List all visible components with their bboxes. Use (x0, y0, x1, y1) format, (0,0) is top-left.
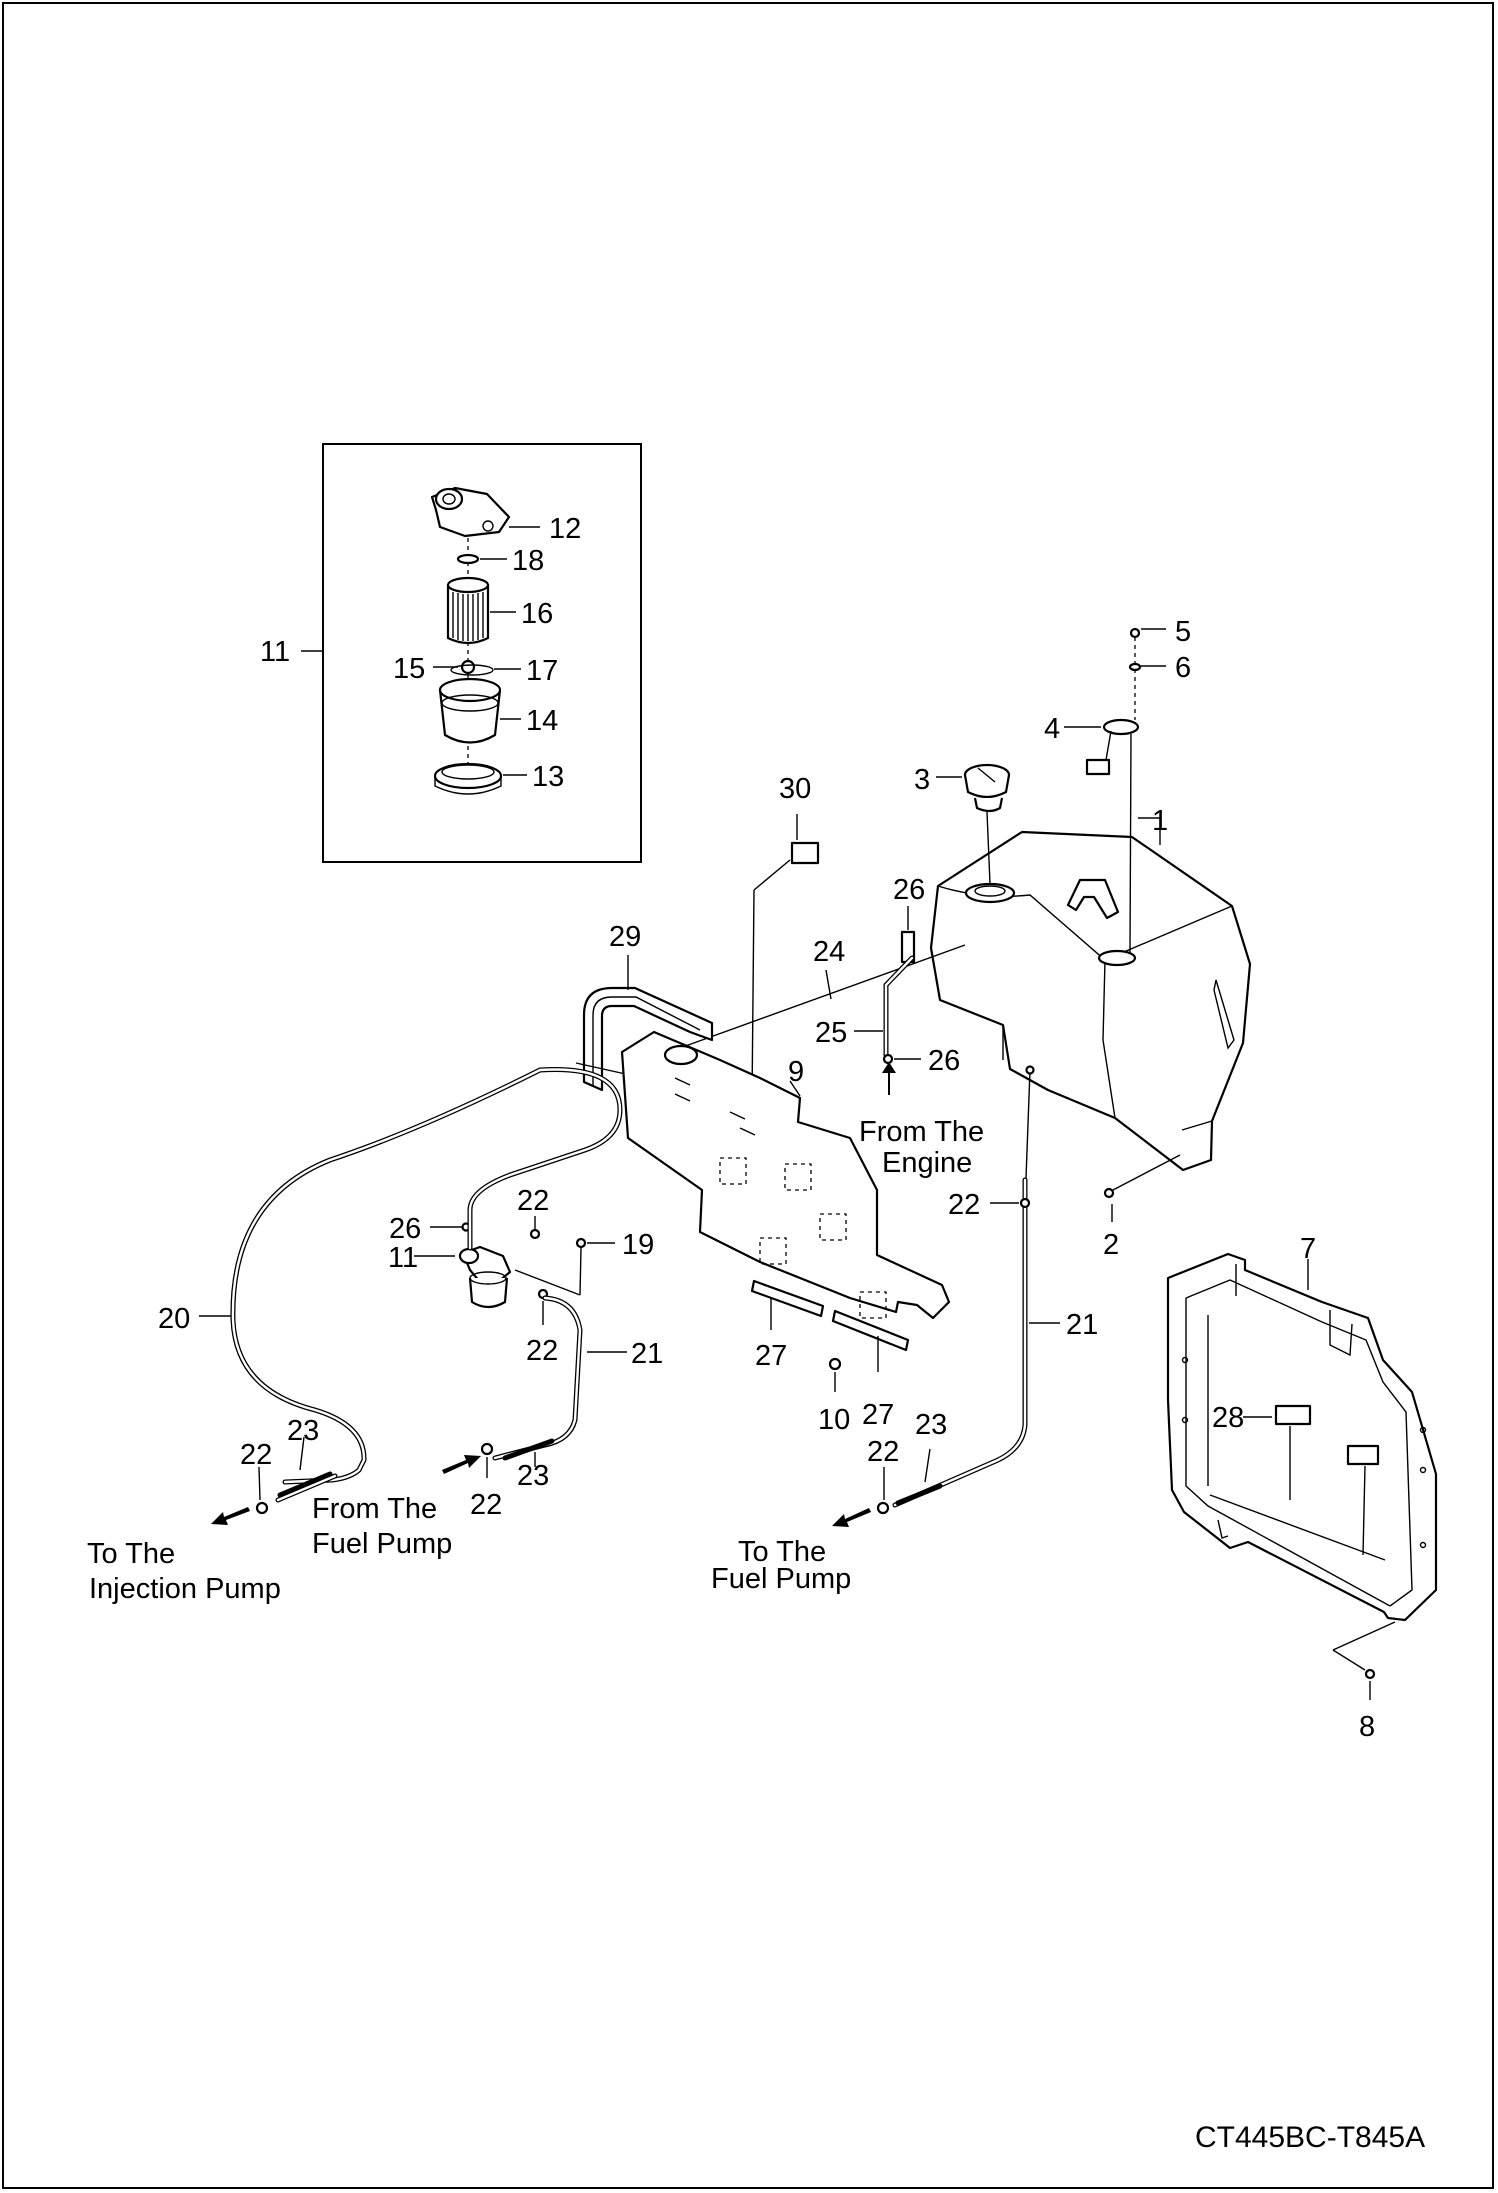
fuel-filter-mounted (458, 1245, 512, 1309)
callout-17: 17 (526, 655, 558, 687)
callout-1: 1 (1152, 805, 1168, 837)
fuel-filter-inset: 11 12 18 16 (260, 443, 642, 863)
drawing-number: CT445BC-T845A (1195, 2121, 1425, 2154)
callout-26-filter: 26 (389, 1213, 421, 1245)
callout-26-lower: 26 (928, 1045, 960, 1077)
callout-22-filter-top: 22 (517, 1185, 549, 1217)
filter-element (446, 576, 490, 645)
callout-18: 18 (512, 545, 544, 577)
screw-5 (1129, 627, 1141, 639)
inset-border (322, 443, 642, 863)
callout-29: 29 (609, 921, 641, 953)
fuel-tank (929, 830, 1252, 1172)
callout-27-left: 27 (755, 1340, 787, 1372)
callout-6: 6 (1175, 652, 1191, 684)
callout-27-right: 27 (862, 1399, 894, 1431)
sleeve-23-right (895, 1483, 943, 1506)
callout-22-middle: 22 (470, 1489, 502, 1521)
callout-24: 24 (813, 936, 845, 968)
note-to-injection-pump-1: To The (87, 1538, 175, 1570)
callout-5: 5 (1175, 616, 1191, 648)
clamp-22-left (255, 1501, 269, 1515)
clamp-22-right (876, 1501, 890, 1515)
tank-frame-7 (1166, 1252, 1438, 1622)
callout-25: 25 (815, 1017, 847, 1049)
note-from-fuel-pump-1: From The (312, 1493, 437, 1525)
filter-bowl (438, 677, 502, 744)
callout-21-left: 21 (631, 1338, 663, 1370)
callout-21-right: 21 (1066, 1309, 1098, 1341)
callout-20: 20 (158, 1303, 190, 1335)
o-ring (456, 553, 480, 565)
callout-26-top: 26 (893, 874, 925, 906)
clamp-22-middle (480, 1442, 494, 1456)
callout-23-middle: 23 (517, 1460, 549, 1492)
note-to-injection-pump-2: Injection Pump (89, 1573, 281, 1605)
callout-10: 10 (818, 1404, 850, 1436)
callout-11-inset: 11 (260, 636, 290, 668)
callout-12: 12 (549, 513, 581, 545)
arrow-from-fuel-pump (442, 1455, 481, 1474)
strips-27 (750, 1279, 910, 1352)
fuel-sender (1085, 718, 1140, 776)
plate-9 (620, 1030, 951, 1320)
clamp-22-tank (1019, 1197, 1031, 1209)
callout-11-main: 11 (388, 1242, 418, 1274)
filter-head (430, 486, 540, 538)
callout-15: 15 (393, 653, 425, 685)
arrow-from-engine (882, 1062, 896, 1095)
callout-22-filter-bottom: 22 (526, 1335, 558, 1367)
note-to-fuel-pump-2: Fuel Pump (711, 1563, 851, 1595)
bolt-2 (1103, 1187, 1115, 1199)
sleeve-23-left (277, 1471, 333, 1498)
bolt-19 (575, 1237, 587, 1249)
filter-spring (460, 659, 476, 675)
callout-22-left: 22 (240, 1439, 272, 1471)
callout-28: 28 (1212, 1402, 1244, 1434)
clamp-26-lower (882, 1053, 894, 1065)
note-from-engine-2: Engine (882, 1147, 972, 1179)
callout-30: 30 (779, 773, 811, 805)
seal-29 (575, 986, 714, 1092)
arrow-to-injection-pump (211, 1507, 250, 1525)
note-from-engine-1: From The (859, 1116, 984, 1148)
callout-4: 4 (1044, 713, 1060, 745)
sleeve-23-middle (502, 1438, 555, 1461)
vent-line (679, 944, 966, 1049)
note-from-fuel-pump-2: Fuel Pump (312, 1528, 452, 1560)
callout-8: 8 (1359, 1711, 1375, 1743)
bolt-10 (828, 1357, 842, 1371)
clamp-22-filter-top (529, 1228, 541, 1240)
filler-cap (963, 763, 1011, 813)
callout-23-right: 23 (915, 1409, 947, 1441)
callout-13: 13 (532, 761, 564, 793)
callout-22-right: 22 (867, 1436, 899, 1468)
callout-16: 16 (521, 598, 553, 630)
ring-nut (433, 762, 503, 795)
note-to-fuel-pump-1: To The (738, 1536, 826, 1568)
bolt-8 (1364, 1668, 1376, 1680)
callout-3: 3 (914, 764, 930, 796)
pad-30 (790, 841, 820, 865)
arrow-to-fuel-pump (832, 1508, 871, 1527)
callout-14: 14 (526, 705, 558, 737)
callout-22-tank: 22 (948, 1189, 980, 1221)
callout-9: 9 (788, 1056, 804, 1088)
callout-19: 19 (622, 1229, 654, 1261)
callout-7: 7 (1300, 1233, 1316, 1265)
callout-2: 2 (1103, 1229, 1119, 1261)
callout-23-left: 23 (287, 1415, 319, 1447)
filter-gasket (450, 664, 494, 676)
